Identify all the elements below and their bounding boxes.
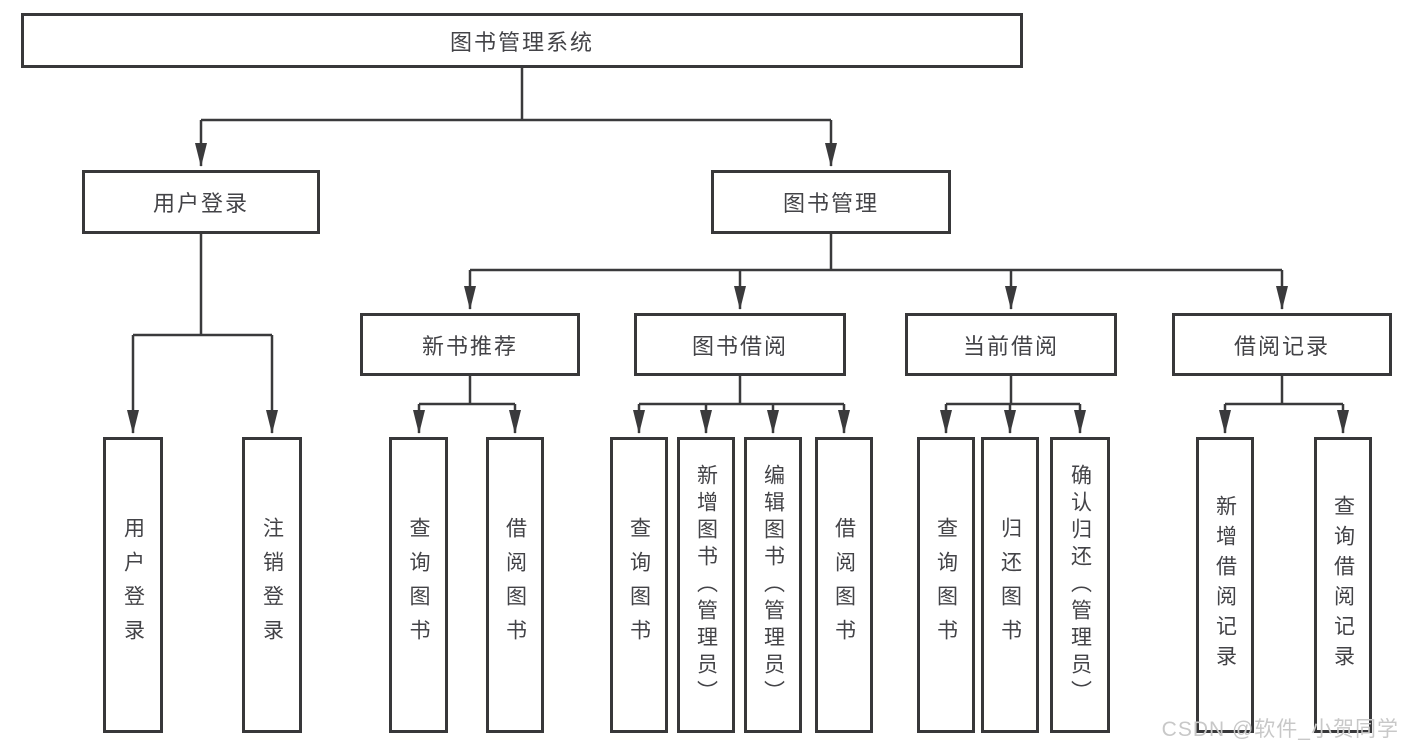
leaf-label: 查询图书 bbox=[627, 517, 651, 653]
leaf-logout: 注销登录 bbox=[242, 437, 302, 733]
node-book-management: 图书管理 bbox=[711, 170, 951, 234]
leaf-label: 新增图书（管理员） bbox=[694, 463, 718, 707]
connector-current-borrow-trunk bbox=[946, 376, 1080, 406]
leaf-return-books: 归还图书 bbox=[981, 437, 1039, 733]
node-book-borrowing: 图书借阅 bbox=[634, 313, 846, 376]
node-user-login: 用户登录 bbox=[82, 170, 320, 234]
node-new-book-recommend: 新书推荐 bbox=[360, 313, 580, 376]
leaf-query-borrow-record: 查询借阅记录 bbox=[1314, 437, 1372, 733]
leaf-add-borrow-record: 新增借阅记录 bbox=[1196, 437, 1254, 733]
leaf-label: 确认归还（管理员） bbox=[1068, 463, 1092, 707]
leaf-user-login: 用户登录 bbox=[103, 437, 163, 733]
leaf-label: 借阅图书 bbox=[832, 517, 856, 653]
leaf-query-books-2: 查询图书 bbox=[610, 437, 668, 733]
connector-book-mgmt-trunk bbox=[470, 234, 1282, 272]
leaf-query-books-3: 查询图书 bbox=[917, 437, 975, 733]
leaf-label: 编辑图书（管理员） bbox=[761, 463, 785, 707]
leaf-label: 用户登录 bbox=[121, 517, 145, 653]
leaf-label: 查询借阅记录 bbox=[1331, 495, 1355, 675]
leaf-borrow-books-2: 借阅图书 bbox=[815, 437, 873, 733]
node-label: 当前借阅 bbox=[962, 333, 1059, 359]
connector-root-trunk bbox=[201, 68, 831, 122]
leaf-label: 查询图书 bbox=[934, 517, 958, 653]
node-label: 用户登录 bbox=[152, 191, 249, 216]
node-borrowing-records: 借阅记录 bbox=[1172, 313, 1392, 376]
leaf-label: 归还图书 bbox=[998, 517, 1022, 653]
connector-new-book-rec-trunk bbox=[419, 376, 515, 406]
node-label: 借阅记录 bbox=[1233, 333, 1330, 359]
node-label: 图书管理 bbox=[782, 191, 879, 216]
leaf-label: 注销登录 bbox=[260, 517, 284, 653]
watermark-text: CSDN @软件_小贺同学 bbox=[1161, 718, 1399, 741]
node-label: 新书推荐 bbox=[421, 333, 518, 359]
node-library-system: 图书管理系统 bbox=[21, 13, 1023, 68]
leaf-label: 借阅图书 bbox=[503, 517, 527, 653]
connector-book-borrow-trunk bbox=[639, 376, 844, 406]
node-label: 图书借阅 bbox=[691, 333, 788, 359]
connector-borrow-record-trunk bbox=[1225, 376, 1343, 406]
node-label: 图书管理系统 bbox=[449, 29, 594, 55]
leaf-add-books-admin: 新增图书（管理员） bbox=[677, 437, 735, 733]
connector-user-login-trunk bbox=[133, 234, 272, 337]
leaf-borrow-books-1: 借阅图书 bbox=[486, 437, 544, 733]
leaf-label: 查询图书 bbox=[407, 517, 430, 653]
leaf-label: 新增借阅记录 bbox=[1213, 495, 1237, 675]
node-current-borrowing: 当前借阅 bbox=[905, 313, 1117, 376]
leaf-edit-books-admin: 编辑图书（管理员） bbox=[744, 437, 802, 733]
leaf-query-books-1: 查询图书 bbox=[389, 437, 448, 733]
leaf-confirm-return-admin: 确认归还（管理员） bbox=[1050, 437, 1110, 733]
